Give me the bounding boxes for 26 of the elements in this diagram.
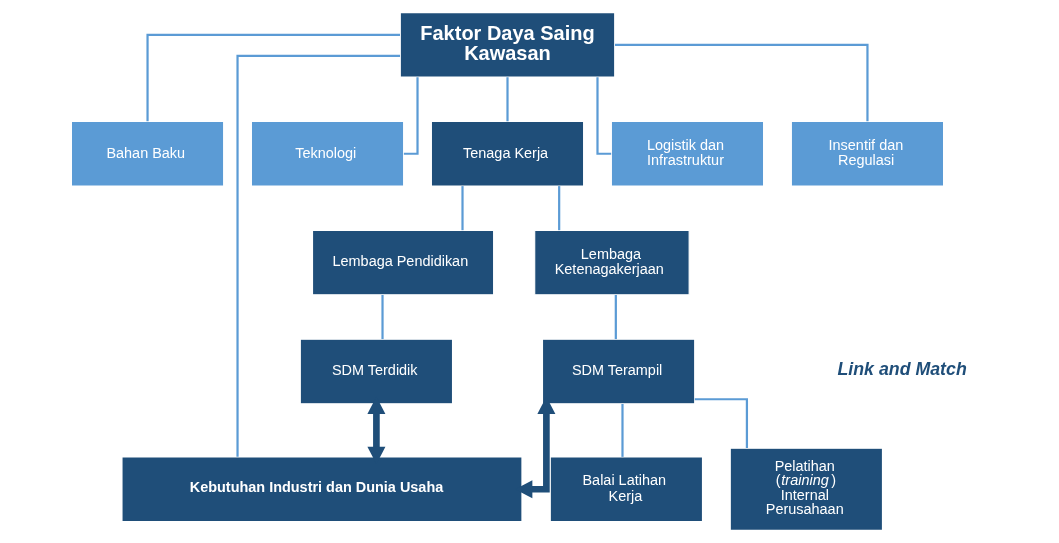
node-box: Balai Latihan Kerja — [549, 456, 703, 523]
connector — [380, 295, 384, 340]
node-box: SDM Terdidik — [299, 338, 453, 405]
node-box: Tenaga Kerja — [430, 120, 584, 187]
connector — [145, 33, 400, 122]
node-box: Lembaga Ketenagakerjaan — [533, 229, 690, 296]
connector — [505, 77, 509, 122]
connector — [694, 398, 748, 448]
connector — [557, 186, 560, 231]
node-box: Kebutuhan Industri dan Dunia Usaha — [120, 456, 522, 523]
node-box: SDM Terampil — [541, 338, 695, 405]
connector — [460, 186, 464, 231]
label: Link and Match — [836, 358, 967, 379]
connector — [403, 77, 419, 155]
node-box: Lembaga Pendidikan — [311, 229, 494, 296]
node-box: Pelatihan (training) Internal Perusahaan — [729, 447, 883, 531]
node-box: Teknologi — [250, 120, 404, 187]
connector — [595, 77, 611, 155]
node-box: Logistik dan Infrastruktur — [610, 120, 764, 187]
node-box: Insentif dan Regulasi — [790, 120, 944, 187]
connector — [614, 295, 617, 340]
node-box: Faktor Daya Saing Kawasan — [399, 12, 615, 78]
node-box: Bahan Baku — [70, 120, 224, 187]
connector — [614, 43, 869, 122]
connector — [620, 404, 624, 457]
connector — [235, 54, 400, 457]
